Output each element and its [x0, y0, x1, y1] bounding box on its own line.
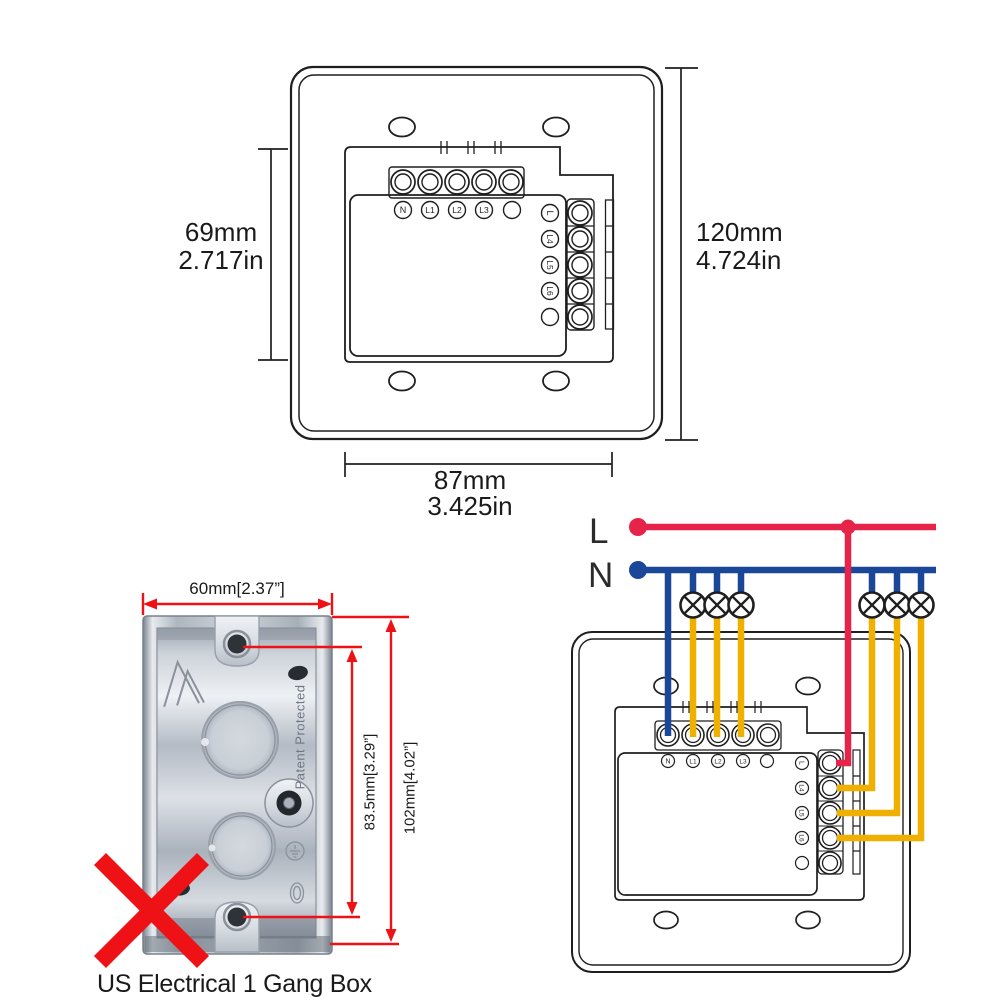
terminal-label: L5 — [545, 260, 555, 270]
dim-value-in: 2.717in — [178, 245, 263, 275]
lamp-icon — [703, 591, 731, 619]
side-terminal-labels: L L4 L5 L6 — [540, 203, 560, 327]
lamp-icon — [883, 591, 911, 619]
dim-value-mm: 120mm — [696, 217, 783, 247]
terminal-label: L5 — [798, 809, 805, 817]
dim-value: 60mm[2.37”] — [189, 579, 284, 598]
module-top-notches — [440, 141, 502, 154]
lamp-icon — [727, 591, 755, 619]
lamp-icons — [679, 591, 935, 619]
side-terminal-labels: L L4 L5 L6 — [794, 755, 810, 871]
module-top-notches — [682, 701, 762, 713]
neutral-terminal-dot — [629, 561, 647, 579]
terminal-screw — [567, 226, 593, 252]
lamp-icon — [679, 591, 707, 619]
mounting-tab-top — [214, 615, 260, 667]
switch-module-outline — [614, 706, 865, 901]
caption-us-gang-box: US Electrical 1 Gang Box — [97, 970, 373, 998]
box-dim-width: 60mm[2.37”] — [141, 579, 334, 615]
live-terminal-dot — [629, 518, 647, 536]
switch-rear-view-figure: N L1 L2 L3 L L4 L5 L6 — [289, 65, 664, 441]
terminal-label: N — [665, 758, 670, 765]
mounting-tab-bottom — [214, 901, 260, 953]
terminal-label: L3 — [479, 205, 489, 215]
lamp-icon — [907, 591, 935, 619]
knockout-bottom — [208, 812, 276, 880]
terminal-label: L — [798, 761, 805, 765]
module-body — [349, 194, 567, 357]
certification-emboss — [289, 882, 305, 904]
terminal-label: L6 — [545, 286, 555, 296]
dim-module-height: 69mm 2.717in — [178, 148, 288, 361]
wire-hole — [288, 665, 308, 681]
terminal-label: L1 — [689, 758, 697, 765]
terminal-screw — [471, 169, 497, 195]
live-junction-dot — [840, 519, 856, 535]
dim-value-mm: 69mm — [185, 217, 257, 247]
box-dim-height: 102mm[4.02”] — [330, 615, 418, 946]
terminal-screw — [390, 169, 416, 195]
wiring-diagram: N L1 L2 L3 L L4 L5 L6 — [571, 512, 936, 973]
dim-module-width: 87mm 3.425in — [344, 452, 613, 521]
terminal-label: L6 — [798, 834, 805, 842]
top-terminal-screws — [390, 169, 524, 195]
neutral-stubs-to-lamps — [689, 567, 925, 596]
screw-hole-top — [227, 634, 247, 654]
lamp-icon — [858, 591, 886, 619]
terminal-screw — [567, 304, 593, 330]
load-wire-l5 — [837, 616, 901, 817]
terminal-screw — [498, 169, 524, 195]
wiring-switch: N L1 L2 L3 L L4 L5 L6 — [571, 631, 911, 973]
terminal-label: L4 — [545, 234, 555, 244]
terminal-label: N — [400, 205, 407, 215]
blank-label-circle — [540, 307, 560, 327]
terminal-label: L2 — [714, 758, 722, 765]
box-dim-screw-span: 83.5mm[3.29”] — [243, 645, 378, 919]
blank-label-circle — [502, 200, 522, 220]
terminal-label: L3 — [739, 758, 747, 765]
terminal-screw — [444, 169, 470, 195]
side-terminal-block — [566, 198, 595, 331]
terminal-label: L2 — [452, 205, 462, 215]
switch-module-outline — [344, 146, 614, 363]
blank-label-circle — [794, 855, 810, 871]
load-wire-l4 — [837, 616, 876, 792]
terminal-screw — [567, 252, 593, 278]
gang-box-figure: Patent Protected 60mm[2.37”] 83.5mm[3.29… — [93, 579, 418, 998]
live-wire-to-switch — [836, 530, 852, 767]
terminal-screw — [818, 851, 842, 875]
terminal-label: L — [545, 210, 555, 215]
knockout-top — [201, 701, 279, 779]
blank-label-circle — [759, 753, 775, 769]
terminal-screw — [567, 200, 593, 226]
top-terminal-labels: N L1 L2 L3 — [393, 200, 522, 220]
neutral-line-label: N — [588, 556, 613, 595]
terminal-label: L1 — [425, 205, 435, 215]
brand-logo-emboss — [163, 659, 205, 708]
dim-value: 102mm[4.02”] — [401, 742, 418, 835]
ground-symbol — [285, 841, 305, 861]
dim-plate-height: 120mm 4.724in — [665, 67, 783, 441]
terminal-screw — [567, 278, 593, 304]
terminal-strip — [388, 166, 525, 199]
screw-hole-bottom — [227, 907, 247, 927]
top-terminal-labels: N L1 L2 L3 — [660, 753, 775, 769]
red-cross-icon — [93, 852, 210, 969]
embossed-patent-text: Patent Protected — [293, 685, 308, 790]
dim-value-in: 3.425in — [427, 491, 512, 521]
dim-value-mm: 87mm — [434, 465, 506, 495]
threaded-knockout — [264, 778, 314, 828]
dim-value: 83.5mm[3.29”] — [361, 734, 378, 831]
mounting-slots — [388, 116, 570, 392]
terminal-screw — [756, 723, 780, 747]
live-line-label: L — [589, 512, 608, 551]
module-body — [617, 752, 818, 896]
dim-value-in: 4.724in — [696, 245, 781, 275]
terminal-screw — [417, 169, 443, 195]
side-clamp-strip — [604, 199, 615, 330]
wall-plate-inner-line — [298, 74, 655, 432]
terminal-label: L4 — [798, 784, 805, 792]
load-wire-l6 — [837, 616, 925, 842]
side-terminal-block — [817, 749, 844, 875]
